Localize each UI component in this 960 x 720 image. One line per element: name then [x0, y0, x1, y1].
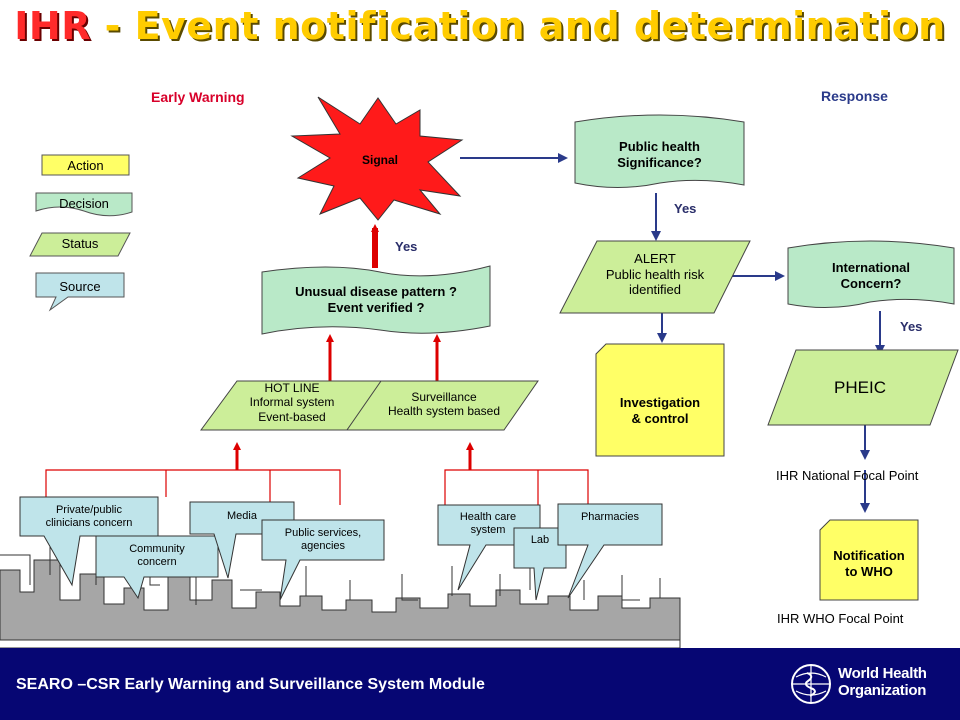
signal-label: Signal [340, 153, 420, 167]
alert-line3: identified [585, 282, 725, 298]
unusual-pattern-line1: Unusual disease pattern ? [262, 284, 490, 300]
phs-line2: Significance? [575, 155, 744, 171]
community-line2: concern [96, 556, 218, 569]
intl-concern-line2: Concern? [788, 276, 954, 292]
community-label: Community concern [96, 543, 218, 569]
legend-source-label: Source [36, 279, 124, 295]
alert-label: ALERT Public health risk identified [585, 251, 725, 298]
surveillance-label: Surveillance Health system based [366, 390, 522, 419]
legend-status-label: Status [36, 236, 124, 252]
lab-label: Lab [514, 534, 566, 547]
alert-line1: ALERT [585, 251, 725, 267]
surveillance-line1: Surveillance [366, 390, 522, 404]
community-line1: Community [96, 543, 218, 556]
who-logo-line1: World Health [838, 666, 927, 683]
pheic-label: PHEIC [790, 378, 930, 398]
hotline-label: HOT LINE Informal system Event-based [222, 381, 362, 424]
clinicians-line1: Private/public [20, 504, 158, 517]
clinicians-line2: clinicians concern [20, 517, 158, 530]
hotline-line1: HOT LINE [222, 381, 362, 395]
phs-line1: Public health [575, 139, 744, 155]
yes-intl-label: Yes [900, 319, 922, 335]
clinicians-label: Private/public clinicians concern [20, 504, 158, 530]
notification-line1: Notification [820, 548, 918, 564]
intl-concern-label: International Concern? [788, 260, 954, 291]
alert-line2: Public health risk [585, 267, 725, 283]
legend-action-label: Action [42, 158, 129, 174]
intl-concern-line1: International [788, 260, 954, 276]
investigation-line2: & control [596, 411, 724, 427]
pharmacies-label: Pharmacies [558, 511, 662, 524]
red-arrows [237, 228, 470, 470]
ihr-who-label: IHR WHO Focal Point [777, 611, 903, 627]
investigation-label: Investigation & control [596, 395, 724, 426]
ihr-nfp-label: IHR National Focal Point [776, 468, 918, 484]
public-services-line1: Public services, [262, 527, 384, 540]
who-logo-text: World Health Organization [838, 666, 927, 699]
yes-signal-label: Yes [395, 239, 417, 255]
media-label: Media [190, 510, 294, 523]
who-emblem-icon [790, 663, 832, 705]
who-logo-line2: Organization [838, 683, 927, 700]
footer-text: SEARO –CSR Early Warning and Surveillanc… [16, 676, 485, 694]
yes-phs-label: Yes [674, 201, 696, 217]
investigation-line1: Investigation [596, 395, 724, 411]
notification-line2: to WHO [820, 564, 918, 580]
unusual-pattern-line2: Event verified ? [262, 300, 490, 316]
public-services-line2: agencies [262, 540, 384, 553]
unusual-pattern-label: Unusual disease pattern ? Event verified… [262, 284, 490, 315]
hotline-line2: Informal system [222, 395, 362, 409]
surveillance-line2: Health system based [366, 404, 522, 418]
notification-label: Notification to WHO [820, 548, 918, 579]
public-services-label: Public services, agencies [262, 527, 384, 553]
phs-label: Public health Significance? [575, 139, 744, 170]
health-care-line1: Health care [438, 511, 538, 524]
hotline-line3: Event-based [222, 410, 362, 424]
legend-decision-label: Decision [36, 196, 132, 212]
